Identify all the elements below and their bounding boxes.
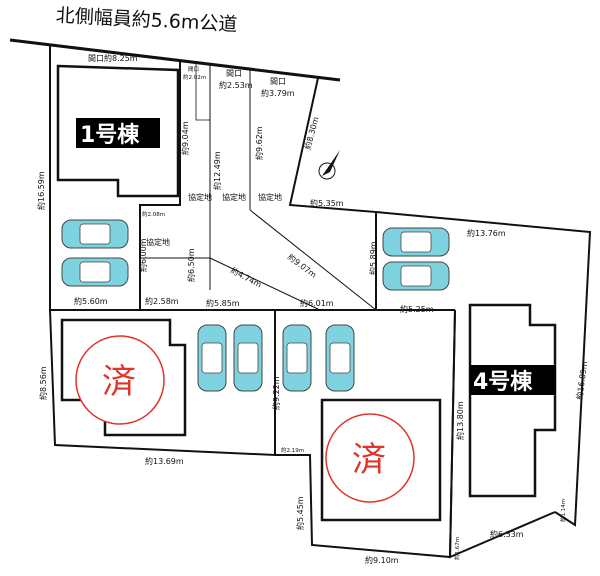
dim-12-49: 約12.49m <box>212 151 222 190</box>
dim-9-04: 約9.04m <box>180 121 190 155</box>
dim-9-07: 約9.07m <box>286 252 319 280</box>
dim-frontage-1: 間口約8.25m <box>88 53 138 63</box>
agreement-land-label: 協定地 <box>188 192 212 202</box>
agreement-land-label: 協定地 <box>222 192 246 202</box>
car-icon <box>382 227 450 257</box>
lot-divider <box>209 257 321 311</box>
dim-frontage-4: 約3.79m <box>261 88 295 98</box>
sold-mark-2: 済 <box>352 440 386 480</box>
building-1-label-bg <box>76 118 160 148</box>
sold-building-2-outline <box>320 398 442 522</box>
dim-8-56: 約8.56m <box>38 366 48 400</box>
dim-9-22: 約9.22m <box>271 376 281 410</box>
dim-frontage-3-head: 間口 <box>226 69 242 78</box>
dim-5-45: 約5.45m <box>295 496 305 530</box>
sold-building-1-outline <box>60 318 187 437</box>
building-4-label: 4号棟 <box>473 369 533 395</box>
car-icon <box>197 324 227 392</box>
dim-4-74: 約4.74m <box>229 265 264 290</box>
dim-frontage-2-head: 間口 <box>188 66 199 73</box>
dim-2-19: 約2.19m <box>281 446 304 454</box>
dim-16-89: 約16.89m <box>574 360 589 400</box>
road-label: 北側幅員約5.6m公道 <box>55 4 238 35</box>
sold-mark-1: 済 <box>102 362 136 402</box>
sold-circle-1 <box>75 335 165 425</box>
dim-1-67: 約1.67m <box>453 537 461 560</box>
dim-5-60: 約5.60m <box>74 296 108 306</box>
dim-5-25: 約5.25m <box>400 304 434 314</box>
dim-5-89: 約5.89m <box>368 241 378 275</box>
dim-13-80: 約13.80m <box>455 401 465 440</box>
dim-9-62: 約9.62m <box>254 126 264 160</box>
dim-13-76: 約13.76m <box>467 228 506 238</box>
sold-circle-2 <box>325 413 415 503</box>
lot-divider <box>249 209 377 311</box>
dim-5-35: 約5.35m <box>310 198 344 208</box>
building-1-label: 1号棟 <box>80 122 140 148</box>
car-icon <box>61 219 129 249</box>
road-edge <box>9 38 341 82</box>
lot-divider <box>195 62 210 121</box>
agreement-land-label: 協定地 <box>258 192 282 202</box>
dim-6-33: 約6.33m <box>490 529 524 539</box>
lot-4-outline <box>375 211 592 527</box>
lot-sold-1-outline <box>49 309 276 457</box>
agreement-land-label: 協定地 <box>146 237 170 247</box>
car-icon <box>61 257 129 287</box>
lot-3-outline <box>288 77 377 310</box>
building-1-outline <box>56 64 180 198</box>
building-4-label-bg <box>470 365 556 395</box>
dim-1-14: 約1.14m <box>559 499 567 522</box>
car-icon <box>382 261 450 291</box>
dim-6-00: 約6.00m <box>138 238 148 272</box>
car-icon <box>282 324 312 392</box>
dim-16-59: 約16.59m <box>36 171 46 210</box>
north-arrow-icon <box>318 150 340 180</box>
lot-4-lower-outline <box>448 309 556 559</box>
car-icon <box>325 324 355 392</box>
car-icon <box>233 324 263 392</box>
dim-13-69: 約13.69m <box>145 456 184 466</box>
parking-cars <box>61 219 450 392</box>
dim-5-85: 約5.85m <box>206 298 240 308</box>
dim-9-10: 約9.10m <box>365 555 399 565</box>
dim-frontage-3: 約2.53m <box>219 80 253 90</box>
building-4-outline <box>468 303 557 498</box>
dim-6-01: 約6.01m <box>300 298 334 308</box>
dim-2-08: 約2.08m <box>142 210 165 218</box>
dim-frontage-2: 約2.02m <box>183 73 206 81</box>
dim-frontage-4-head: 間口 <box>270 77 286 86</box>
dim-2-58: 約2.58m <box>145 296 179 306</box>
dim-6-50: 約6.50m <box>186 248 196 282</box>
